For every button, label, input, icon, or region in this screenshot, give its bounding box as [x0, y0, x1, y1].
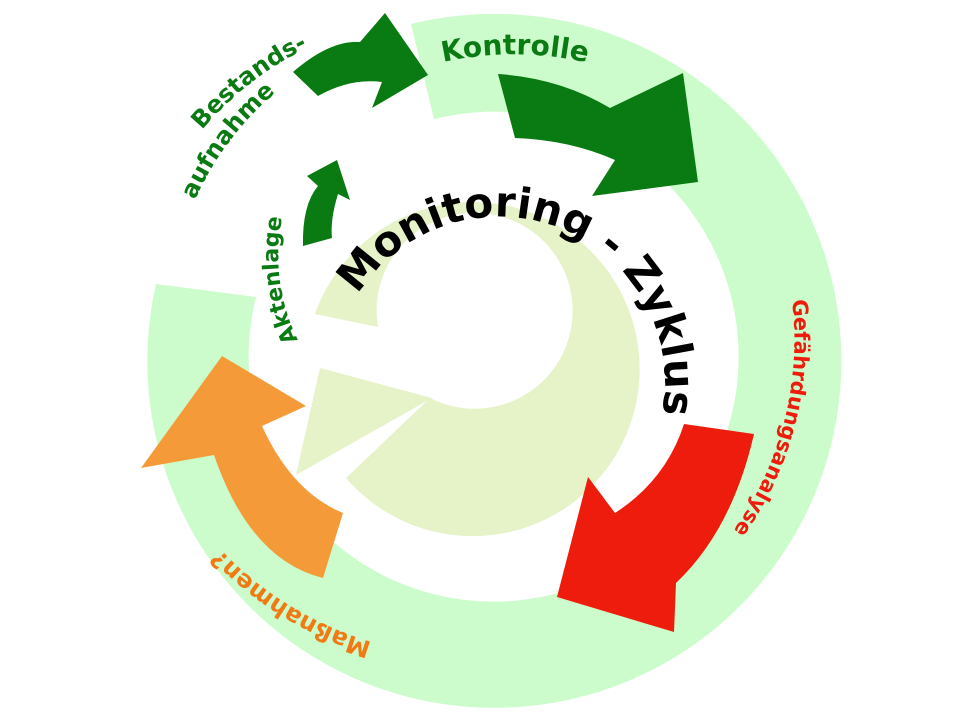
arrow-gefaehrdungsanalyse-to-massnahmen	[557, 424, 754, 632]
arrow-bestandsaufnahme-to-kontrolle	[293, 13, 428, 108]
label-aktenlage-text: Aktenlage	[259, 214, 303, 348]
inner-ring-arc	[315, 202, 640, 537]
arrow-kontrolle-to-gefaehrdungsanalyse	[498, 73, 698, 196]
inner-ring-arrowhead	[296, 368, 432, 475]
arrow-aktenlage-to-bestandsaufnahme	[302, 160, 350, 246]
label-aktenlage: Aktenlage	[259, 214, 303, 348]
arrow-massnahmen	[141, 356, 343, 578]
